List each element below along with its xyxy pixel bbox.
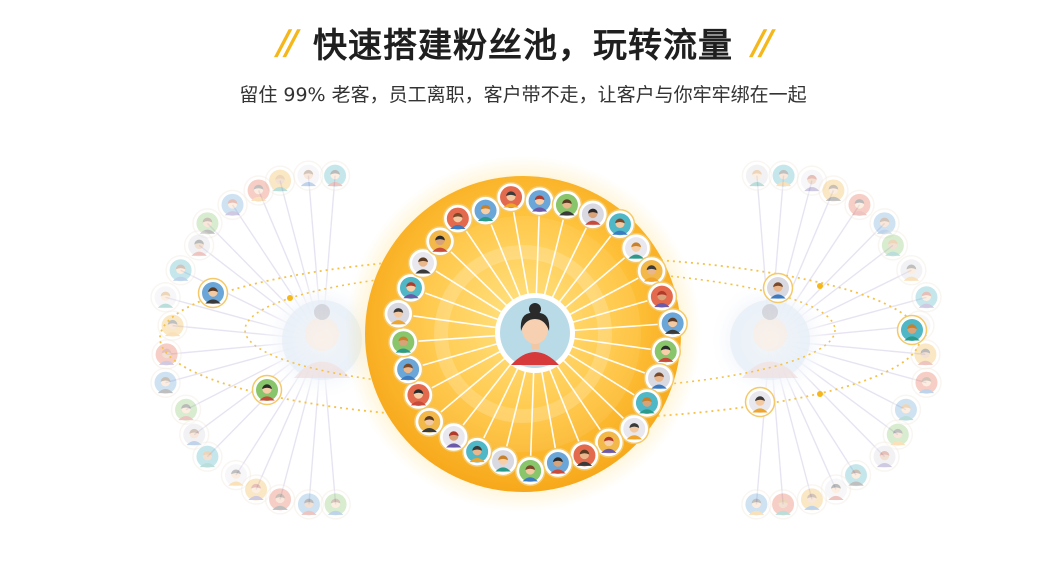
orbit-dot <box>817 283 823 289</box>
faded-customer-avatar-icon <box>320 489 351 520</box>
faded-customer-avatar-icon <box>911 282 942 313</box>
faded-customer-avatar-icon <box>820 474 852 505</box>
faded-customer-avatar-icon <box>217 189 248 221</box>
customer-avatar-icon <box>495 181 527 213</box>
faded-customer-avatar-icon <box>768 160 799 191</box>
customer-avatar-icon <box>569 440 600 471</box>
customer-avatar-icon <box>631 387 663 419</box>
customer-avatar-icon <box>577 199 609 230</box>
faded-customer-avatar-icon <box>192 441 223 472</box>
customer-avatar-icon <box>542 447 574 479</box>
faded-woman-avatar-icon <box>730 300 810 380</box>
faded-customer-avatar-icon <box>869 208 900 239</box>
right-slash-mark: // <box>747 22 774 63</box>
orbit-dot <box>817 391 823 397</box>
faded-customer-avatar-icon <box>183 230 215 261</box>
faded-customer-avatar-icon <box>796 484 828 515</box>
customer-avatar-icon <box>514 455 546 487</box>
customer-avatar-icon <box>636 255 667 287</box>
customer-avatar-icon <box>643 362 675 394</box>
customer-avatar-icon <box>251 374 283 406</box>
faded-customer-avatar-icon <box>165 255 196 286</box>
faded-customer-avatar-icon <box>243 175 274 206</box>
faded-woman-avatar-icon <box>282 300 362 380</box>
faded-customer-avatar-icon <box>869 441 900 472</box>
sun-halo <box>434 245 612 423</box>
faded-customer-avatar-icon <box>178 419 210 450</box>
faded-customer-avatar-icon <box>293 160 324 191</box>
customer-avatar-icon <box>657 308 688 339</box>
faded-customer-avatar-icon <box>840 459 872 491</box>
customer-avatar-icon <box>407 247 439 279</box>
faded-customer-avatar-icon <box>293 489 325 520</box>
customer-avatar-icon <box>604 209 636 240</box>
sun-avatar-group <box>383 181 688 487</box>
customer-avatar-icon <box>646 281 678 312</box>
side-center-group <box>260 278 832 402</box>
faded-customer-avatar-icon <box>896 255 927 286</box>
faded-customer-avatar-icon <box>240 474 272 505</box>
faded-customer-avatar-icon <box>157 310 188 341</box>
customer-avatar-icon <box>896 314 928 346</box>
faded-customer-avatar-icon <box>264 165 296 196</box>
customer-avatar-icon <box>551 189 583 221</box>
page-subtitle: 留住 99% 老客，员工离职，客户带不走，让客户与你牢牢绑在一起 <box>239 84 807 106</box>
customer-avatar-icon <box>619 413 650 445</box>
faded-customer-avatar-icon <box>220 459 252 491</box>
faded-customer-avatar-icon <box>877 230 909 261</box>
customer-avatar-icon <box>461 436 493 467</box>
orbit-dot <box>287 295 293 301</box>
customer-avatar-icon <box>524 185 555 217</box>
customer-avatar-icon <box>383 298 414 330</box>
woman-avatar-icon <box>495 293 575 373</box>
customer-avatar-icon <box>650 336 681 367</box>
customer-avatar-icon <box>403 379 434 411</box>
center-avatar-group <box>495 293 575 373</box>
customer-avatar-icon <box>395 272 427 304</box>
faded-customer-avatar-icon <box>796 165 828 196</box>
customer-avatar-icon <box>620 232 652 264</box>
customer-avatar-icon <box>487 445 519 477</box>
faded-customer-avatar-icon <box>890 394 922 425</box>
customer-avatar-icon <box>392 354 424 385</box>
faded-customer-avatar-icon <box>818 175 849 206</box>
faded-customer-avatar-icon <box>170 394 202 425</box>
page-title: 快速搭建粉丝池，玩转流量 <box>313 26 733 66</box>
faded-customer-avatar-icon <box>151 339 182 370</box>
faded-customer-avatar-icon <box>264 484 296 515</box>
faded-customer-avatar-icon <box>910 339 941 370</box>
customer-avatar-icon <box>593 427 625 458</box>
fan-pool-illustration <box>150 156 942 520</box>
customer-avatar-icon <box>424 226 456 257</box>
customer-avatar-icon <box>442 203 474 234</box>
customer-avatar-icon <box>438 421 469 453</box>
faded-customer-avatar-icon <box>882 419 914 450</box>
customer-avatar-icon <box>762 272 794 304</box>
faded-avatar-group <box>150 160 942 520</box>
faded-customer-avatar-icon <box>319 160 351 191</box>
customer-avatar-icon <box>388 326 419 358</box>
faded-customer-avatar-icon <box>741 160 773 191</box>
customer-avatar-icon <box>470 195 501 226</box>
customer-avatar-icon <box>414 406 445 437</box>
left-slash-mark: // <box>272 22 299 63</box>
outer-avatar-group <box>197 272 928 418</box>
faded-customer-avatar-icon <box>911 367 942 398</box>
customer-avatar-icon <box>197 277 229 309</box>
faded-customer-avatar-icon <box>741 489 772 520</box>
title-row: // 快速搭建粉丝池，玩转流量 // <box>0 18 1046 67</box>
faded-customer-avatar-icon <box>150 282 181 313</box>
faded-customer-avatar-icon <box>844 189 875 221</box>
faded-customer-avatar-icon <box>192 208 223 239</box>
faded-customer-avatar-icon <box>150 367 181 398</box>
faded-customer-avatar-icon <box>767 489 799 520</box>
customer-avatar-icon <box>744 386 776 418</box>
side-glow <box>708 278 832 402</box>
